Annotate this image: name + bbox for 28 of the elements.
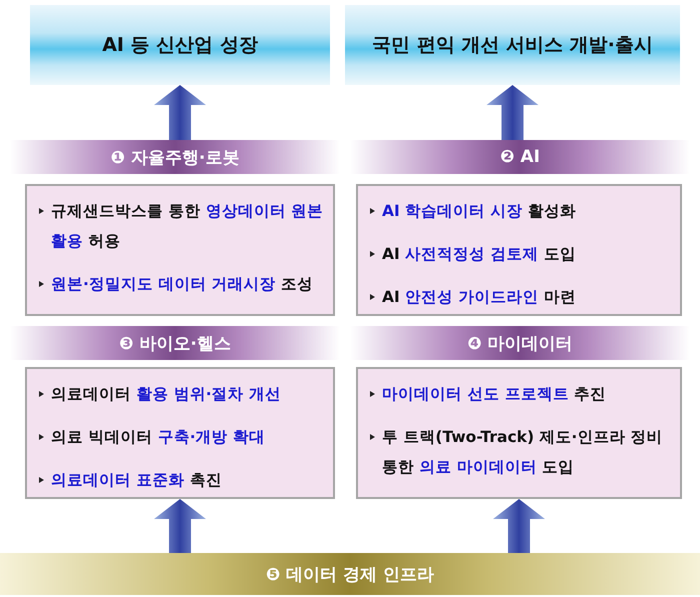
heading-text: AI 등 신산업 성장 bbox=[102, 33, 258, 58]
bullet-text: 의료 빅데이터 구축·개방 확대 bbox=[51, 428, 266, 446]
block-arrow bbox=[154, 499, 206, 553]
bullet-text: 의료데이터 활용 범위·절차 개선 bbox=[51, 385, 282, 403]
bullet-text: AI 안전성 가이드라인 마련 bbox=[382, 288, 576, 306]
heading-banner bbox=[30, 5, 330, 85]
bullet-text: 마이데이터 선도 프로젝트 추진 bbox=[382, 385, 606, 403]
text-box bbox=[356, 184, 682, 316]
bullet-text: 원본·정밀지도 데이터 거래시장 조성 bbox=[51, 275, 314, 293]
block-arrow bbox=[154, 85, 206, 140]
title-band bbox=[0, 553, 700, 595]
bullet-text: AI 사전적정성 검토제 도입 bbox=[382, 245, 576, 263]
text-box bbox=[356, 367, 682, 499]
heading-text: 국민 편익 개선 서비스 개발·출시 bbox=[372, 33, 653, 58]
bullet-text: 의료데이터 표준화 촉진 bbox=[51, 471, 222, 489]
block-arrow bbox=[486, 85, 538, 140]
text-box bbox=[25, 367, 335, 499]
block-arrow bbox=[493, 499, 545, 553]
heading-banner bbox=[345, 5, 680, 85]
heading-text: ❶ 자율주행·로봇 bbox=[110, 146, 240, 168]
bullet-text: 투 트랙(Two-Track) 제도·인프라 정비 통한 의료 마이데이터 도입 bbox=[382, 428, 663, 476]
bullet-text: 규제샌드박스를 통한 영상데이터 원본 활용 허용 bbox=[51, 202, 324, 250]
heading-text: ❷ AI bbox=[500, 147, 540, 167]
text-box bbox=[25, 184, 335, 316]
heading-text: ❹ 마이데이터 bbox=[467, 332, 573, 354]
heading-text: ❺ 데이터 경제 인프라 bbox=[266, 564, 434, 586]
bullet-text: AI 학습데이터 시장 활성화 bbox=[382, 202, 576, 220]
heading-text: ❸ 바이오·헬스 bbox=[119, 332, 231, 354]
